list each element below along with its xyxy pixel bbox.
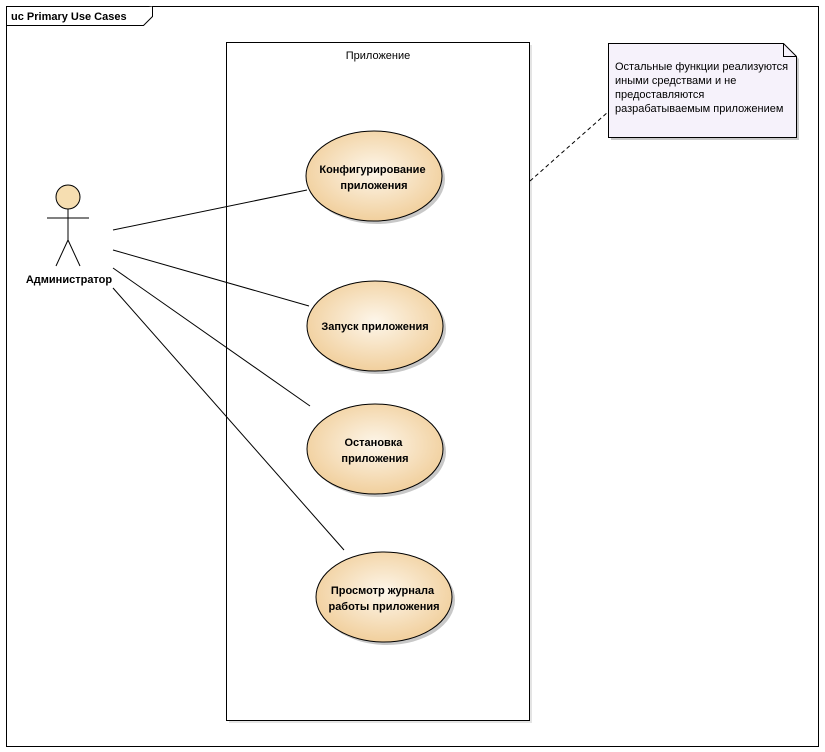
system-boundary-label: Приложение <box>346 50 411 62</box>
diagram-frame <box>6 6 819 747</box>
note-body <box>608 43 797 138</box>
note-anchor-line[interactable] <box>529 111 609 182</box>
usecase-ellipse <box>306 280 444 372</box>
usecase-stop[interactable]: Остановка приложения <box>306 403 446 497</box>
frame-title-tab <box>6 6 153 26</box>
usecase-start[interactable]: Запуск приложения <box>306 280 446 374</box>
usecase-label: Конфигурирование приложения <box>319 164 428 192</box>
association-configure[interactable] <box>112 189 308 231</box>
usecase-label: Запуск приложения <box>321 321 428 333</box>
association-stop[interactable] <box>112 267 311 407</box>
note[interactable]: Остальные функции реализуются иными сред… <box>608 43 800 141</box>
usecase-ellipse <box>306 403 444 495</box>
actor-label: Администратор <box>26 274 113 286</box>
actor-head <box>55 184 81 210</box>
association-start[interactable] <box>112 249 310 307</box>
actor-left-leg <box>55 239 69 267</box>
note-fold <box>783 43 797 57</box>
usecase-label: Просмотр журнала работы приложения <box>328 585 439 613</box>
usecase-ellipse <box>305 130 443 222</box>
usecase-view-log[interactable]: Просмотр журнала работы приложения <box>315 551 455 645</box>
actor-right-leg <box>67 239 81 267</box>
usecase-configure[interactable]: Конфигурирование приложения <box>305 130 445 224</box>
usecase-ellipse <box>315 551 453 643</box>
frame-title: uc Primary Use Cases <box>11 11 127 23</box>
association-view-log[interactable] <box>112 287 345 551</box>
usecase-label: Остановка приложения <box>341 437 408 465</box>
note-text: Остальные функции реализуются иными сред… <box>615 61 791 115</box>
actor-administrator[interactable] <box>47 184 89 267</box>
